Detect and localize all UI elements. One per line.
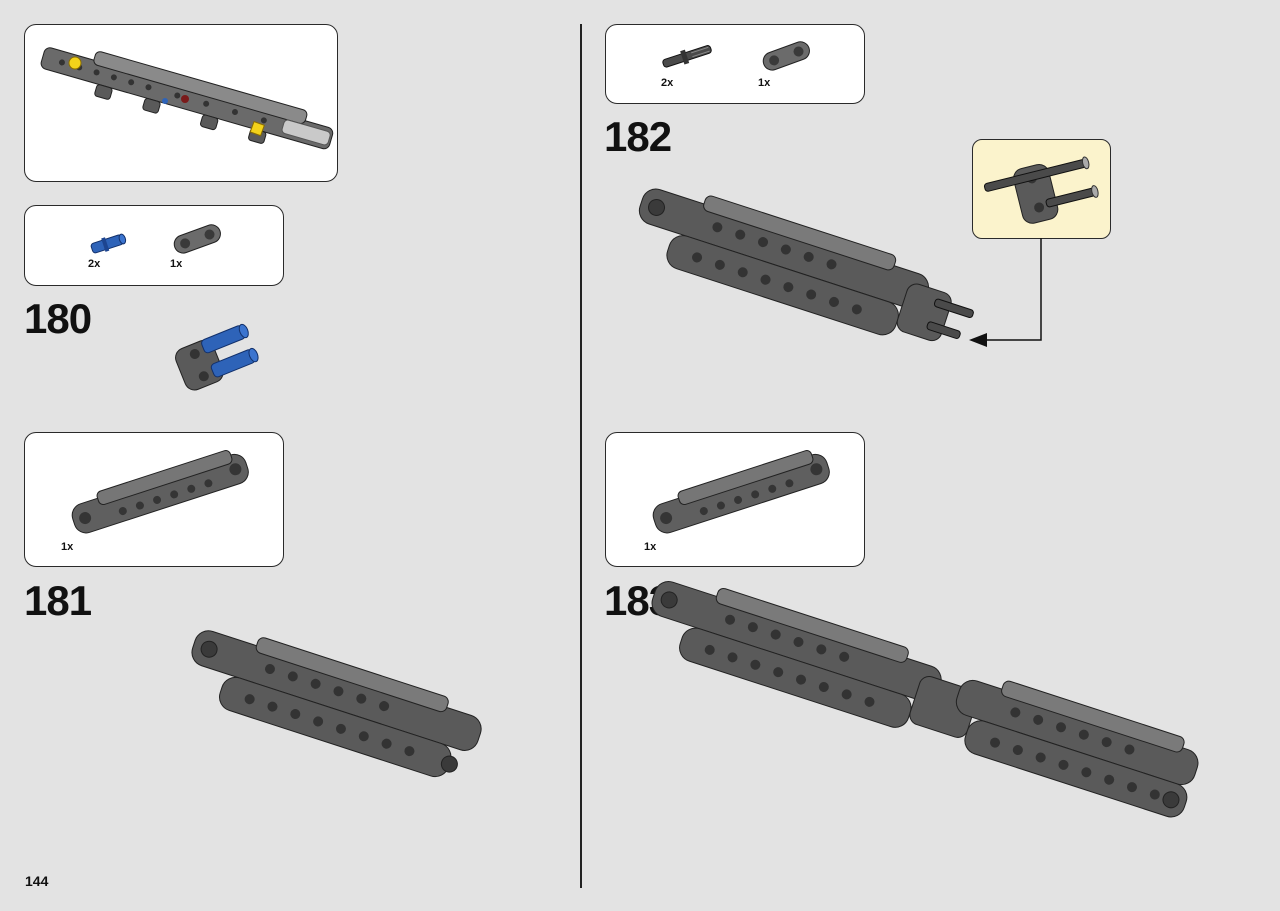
step-181-parts-box: 1x — [24, 432, 284, 567]
step-182-assembly-image — [638, 188, 974, 342]
step-183-assembly-image — [651, 581, 1199, 818]
step-number: 180 — [24, 295, 92, 342]
page-divider — [580, 24, 582, 888]
connector-piece-icon — [173, 224, 221, 254]
step-182-callout — [972, 139, 1111, 239]
step-180-assembly-image — [175, 323, 259, 391]
page-number: 144 — [25, 873, 49, 889]
connector-piece-icon — [762, 41, 810, 71]
step-181-assembly-image — [191, 630, 482, 778]
callout-arrow — [969, 238, 1042, 347]
step-180-parts-box: 2x 1x — [24, 205, 284, 286]
part-qty: 2x — [88, 258, 101, 270]
sub-assembly-image — [983, 156, 1099, 224]
axle-pin-icon — [662, 45, 712, 68]
part-qty: 2x — [661, 77, 674, 89]
step-183-parts-box: 1x — [605, 432, 865, 567]
step-number: 181 — [24, 577, 92, 624]
beam-plate-icon — [652, 450, 830, 534]
beam-assembly-image — [40, 47, 334, 150]
part-qty: 1x — [758, 77, 771, 89]
step-182-parts-box: 2x 1x — [605, 24, 865, 104]
part-qty: 1x — [61, 541, 74, 553]
beam-plate-icon — [71, 450, 249, 534]
part-qty: 1x — [170, 258, 183, 270]
blue-pin-icon — [90, 233, 127, 254]
previous-assembly-preview — [24, 24, 338, 182]
part-qty: 1x — [644, 541, 657, 553]
step-number: 182 — [604, 113, 672, 160]
